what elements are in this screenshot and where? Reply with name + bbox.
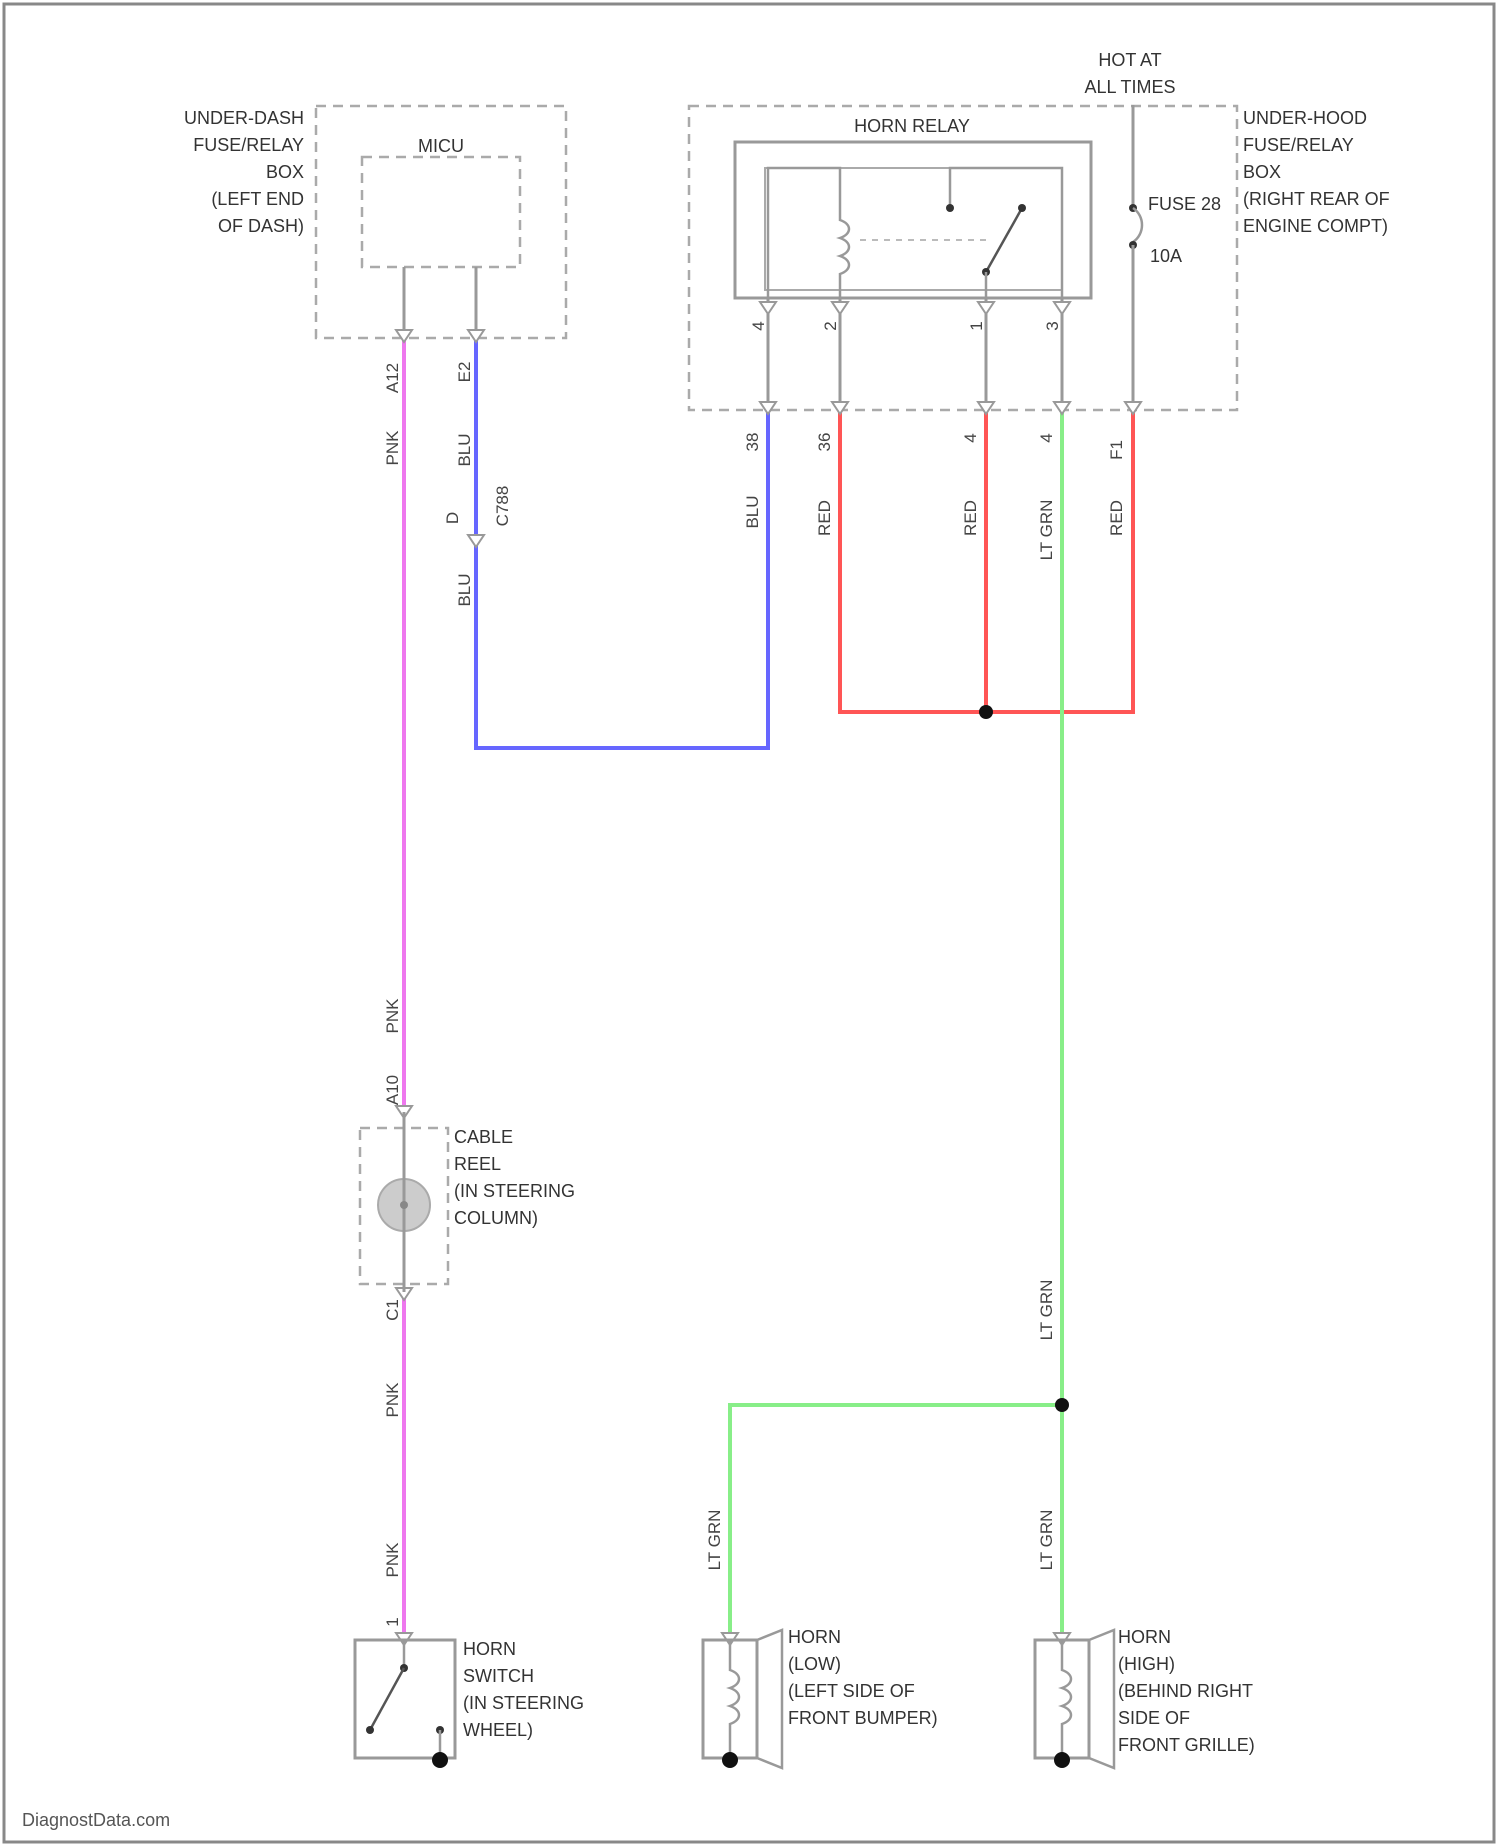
red-wire-relay-2: [840, 410, 986, 712]
svg-text:LT GRN: LT GRN: [705, 1510, 724, 1571]
red-splice-dot: [979, 705, 993, 719]
svg-text:E2: E2: [455, 362, 474, 383]
red-wire-labels: 36 RED 4 RED F1 RED: [815, 433, 1126, 536]
svg-text:FUSE/RELAY: FUSE/RELAY: [1243, 135, 1354, 155]
svg-text:3: 3: [1043, 321, 1062, 330]
svg-text:REEL: REEL: [454, 1154, 501, 1174]
svg-text:LT GRN: LT GRN: [1037, 500, 1056, 561]
svg-text:ENGINE COMPT): ENGINE COMPT): [1243, 216, 1388, 236]
svg-text:HORN: HORN: [463, 1639, 516, 1659]
svg-text:C788: C788: [493, 486, 512, 527]
svg-text:36: 36: [815, 433, 834, 452]
svg-text:FRONT GRILLE): FRONT GRILLE): [1118, 1735, 1255, 1755]
svg-text:(BEHIND RIGHT: (BEHIND RIGHT: [1118, 1681, 1253, 1701]
svg-text:OF DASH): OF DASH): [218, 216, 304, 236]
fuse-label: FUSE 28: [1148, 194, 1221, 214]
svg-text:PNK: PNK: [383, 1542, 402, 1578]
svg-text:RED: RED: [815, 500, 834, 536]
hot-at-all-times-label: HOT AT ALL TIMES: [1084, 50, 1175, 97]
horn-low-label: HORN (LOW) (LEFT SIDE OF FRONT BUMPER): [788, 1627, 938, 1728]
svg-text:SWITCH: SWITCH: [463, 1666, 534, 1686]
svg-text:BLU: BLU: [455, 573, 474, 606]
svg-text:(LOW): (LOW): [788, 1654, 841, 1674]
svg-text:(RIGHT REAR OF: (RIGHT REAR OF: [1243, 189, 1390, 209]
cable-reel: [360, 1112, 448, 1292]
svg-text:WHEEL): WHEEL): [463, 1720, 533, 1740]
lt-grn-wire-labels: 4 LT GRN LT GRN LT GRN LT GRN: [705, 433, 1056, 1570]
svg-text:HOT AT: HOT AT: [1098, 50, 1161, 70]
under-dash-label: UNDER-DASH FUSE/RELAY BOX (LEFT END OF D…: [184, 108, 304, 236]
svg-text:A12: A12: [383, 363, 402, 393]
svg-text:BOX: BOX: [266, 162, 304, 182]
svg-text:SIDE OF: SIDE OF: [1118, 1708, 1190, 1728]
svg-text:4: 4: [1037, 433, 1056, 442]
svg-text:PNK: PNK: [383, 430, 402, 466]
svg-text:4: 4: [961, 433, 980, 442]
svg-text:BLU: BLU: [455, 433, 474, 466]
cable-reel-label: CABLE REEL (IN STEERING COLUMN): [454, 1127, 575, 1228]
lt-grn-splice-dot: [1055, 1398, 1069, 1412]
svg-text:(IN STEERING: (IN STEERING: [454, 1181, 575, 1201]
blu-wire: [476, 338, 768, 748]
relay-pin-labels: 4 2 1 3: [749, 321, 1062, 330]
under-hood-label: UNDER-HOOD FUSE/RELAY BOX (RIGHT REAR OF…: [1243, 108, 1390, 236]
svg-text:C1: C1: [383, 1299, 402, 1321]
svg-text:PNK: PNK: [383, 1382, 402, 1418]
svg-text:FUSE/RELAY: FUSE/RELAY: [193, 135, 304, 155]
svg-text:A10: A10: [383, 1075, 402, 1105]
svg-text:PNK: PNK: [383, 998, 402, 1034]
svg-text:2: 2: [821, 321, 840, 330]
svg-text:UNDER-HOOD: UNDER-HOOD: [1243, 108, 1367, 128]
svg-text:LT GRN: LT GRN: [1037, 1280, 1056, 1341]
watermark: DiagnostData.com: [22, 1810, 170, 1830]
svg-text:RED: RED: [1107, 500, 1126, 536]
svg-text:F1: F1: [1107, 440, 1126, 460]
svg-text:38: 38: [743, 433, 762, 452]
fuse-28: [1129, 105, 1142, 410]
svg-text:ALL TIMES: ALL TIMES: [1084, 77, 1175, 97]
diagram-frame: [4, 4, 1494, 1842]
pnk-wire-labels: A12 PNK PNK A10 C1 PNK PNK 1: [383, 363, 402, 1627]
horn-switch: [355, 1640, 455, 1768]
svg-text:(IN STEERING: (IN STEERING: [463, 1693, 584, 1713]
horn-high: [1035, 1630, 1114, 1768]
horn-switch-label: HORN SWITCH (IN STEERING WHEEL): [463, 1639, 584, 1740]
micu-box: [362, 157, 520, 267]
svg-text:COLUMN): COLUMN): [454, 1208, 538, 1228]
svg-text:BOX: BOX: [1243, 162, 1281, 182]
svg-text:HORN: HORN: [788, 1627, 841, 1647]
svg-text:4: 4: [749, 321, 768, 330]
micu-label: MICU: [418, 136, 464, 156]
svg-text:FRONT BUMPER): FRONT BUMPER): [788, 1708, 938, 1728]
svg-text:CABLE: CABLE: [454, 1127, 513, 1147]
svg-text:1: 1: [967, 321, 986, 330]
svg-text:BLU: BLU: [743, 495, 762, 528]
svg-text:(LEFT SIDE OF: (LEFT SIDE OF: [788, 1681, 915, 1701]
horn-high-label: HORN (HIGH) (BEHIND RIGHT SIDE OF FRONT …: [1118, 1627, 1255, 1755]
svg-text:RED: RED: [961, 500, 980, 536]
lt-grn-wire-branch: [730, 1405, 1062, 1640]
svg-text:(LEFT END: (LEFT END: [211, 189, 304, 209]
horn-relay-label: HORN RELAY: [854, 116, 970, 136]
fuse-amp-label: 10A: [1150, 246, 1182, 266]
blu-wire-labels: E2 BLU D C788 BLU 38 BLU: [443, 362, 762, 607]
svg-text:LT GRN: LT GRN: [1037, 1510, 1056, 1571]
horn-relay: [735, 142, 1091, 298]
horn-low: [703, 1630, 782, 1768]
svg-text:HORN: HORN: [1118, 1627, 1171, 1647]
relay-pin-stubs: [768, 298, 1062, 410]
svg-text:UNDER-DASH: UNDER-DASH: [184, 108, 304, 128]
svg-text:D: D: [443, 512, 462, 524]
svg-text:(HIGH): (HIGH): [1118, 1654, 1175, 1674]
svg-text:1: 1: [383, 1617, 402, 1626]
